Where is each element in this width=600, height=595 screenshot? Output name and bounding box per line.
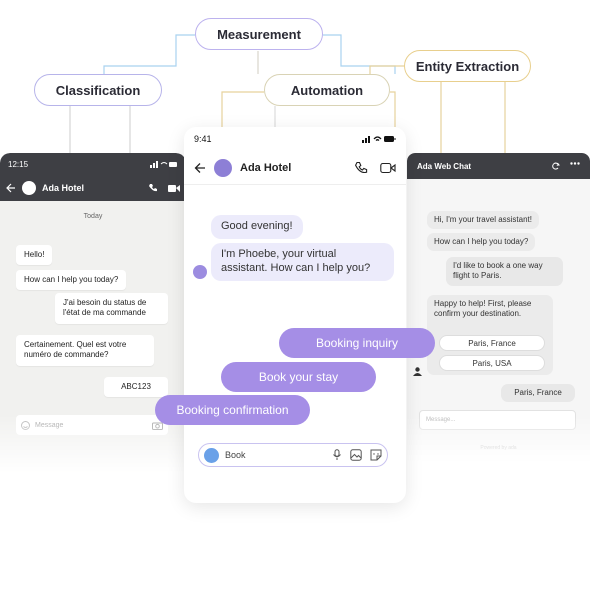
hotel-avatar[interactable]: [214, 158, 232, 177]
intent-bubble-booking-inquiry: Booking inquiry: [279, 328, 435, 358]
chat-title: Ada Hotel: [240, 161, 292, 174]
widget-title: Ada Web Chat: [417, 161, 472, 171]
ada-logo: ada: [508, 445, 517, 451]
message-bubble: Good evening!: [211, 215, 303, 239]
user-message-bubble: I'd like to book a one way flight to Par…: [446, 257, 563, 286]
chat-header: Ada Hotel: [184, 151, 406, 185]
widget-message-input[interactable]: Message...: [419, 410, 576, 430]
user-reply-bubble: Paris, France: [501, 384, 575, 403]
message-bubble: Hello!: [16, 245, 53, 266]
automation-label: Automation: [264, 74, 390, 106]
signal-wifi-battery-icon: [150, 160, 177, 168]
emoji-icon[interactable]: [21, 420, 30, 430]
message-bubble: How can I help you today?: [427, 233, 536, 252]
message-input[interactable]: Message: [16, 415, 168, 435]
sticker-icon[interactable]: [370, 449, 382, 461]
web-chat-widget: Ada Web Chat Hi, I'm your travel assista…: [407, 153, 590, 463]
measurement-label: Measurement: [195, 18, 323, 50]
status-time: 12:15: [8, 159, 29, 169]
more-options-icon[interactable]: [570, 162, 580, 170]
chat-header: Ada Hotel: [0, 175, 186, 201]
message-bubble: I'm Phoebe, your virtual assistant. How …: [211, 243, 394, 281]
mobile-chat-window: 9:41 Ada Hotel Good evening! I'm Phoebe,…: [184, 127, 406, 503]
option-button-paris-france[interactable]: Paris, France: [439, 335, 545, 351]
message-bubble: How can I help you today?: [16, 270, 127, 291]
powered-by-text: Powered by: [480, 445, 507, 451]
bot-avatar: [193, 265, 207, 279]
option-button-paris-usa[interactable]: Paris, USA: [439, 355, 545, 371]
phone-icon[interactable]: [354, 161, 368, 175]
intent-bubble-booking-confirmation: Booking confirmation: [155, 395, 310, 425]
refresh-icon[interactable]: [552, 162, 560, 170]
status-bar: 9:41: [184, 127, 406, 151]
microphone-icon[interactable]: [332, 449, 342, 461]
camera-icon[interactable]: [204, 447, 219, 463]
message-bubble: ABC123: [104, 377, 168, 398]
widget-header: Ada Web Chat: [407, 153, 590, 179]
status-time: 9:41: [194, 134, 212, 144]
back-arrow-icon[interactable]: [194, 162, 206, 174]
signal-wifi-battery-icon: [362, 135, 396, 143]
phone-icon[interactable]: [148, 183, 158, 193]
message-input[interactable]: Book: [198, 443, 388, 467]
classification-label: Classification: [34, 74, 162, 106]
chat-title: Ada Hotel: [42, 183, 85, 193]
input-value: Book: [225, 450, 246, 460]
entity-extraction-label: Entity Extraction: [404, 50, 531, 82]
message-placeholder: Message: [35, 421, 64, 429]
message-bubble: Certainement. Quel est votre numéro de c…: [16, 335, 154, 366]
date-divider: Today: [83, 213, 103, 220]
message-text: Happy to help! First, please confirm you…: [434, 299, 532, 319]
avatar[interactable]: [22, 181, 36, 195]
intent-bubble-book-your-stay: Book your stay: [221, 362, 376, 392]
status-bar: 12:15: [0, 153, 186, 175]
camera-icon[interactable]: [152, 421, 163, 430]
image-icon[interactable]: [350, 449, 362, 461]
video-icon[interactable]: [168, 184, 180, 193]
video-icon[interactable]: [380, 162, 396, 174]
message-bubble: J'ai besoin du status de l'état de ma co…: [55, 293, 168, 324]
message-bubble: Hi, I'm your travel assistant!: [427, 211, 539, 230]
whatsapp-chat-window: 12:15 Ada Hotel Today Hello! How can I h…: [0, 153, 186, 473]
powered-by-footer: Powered by ada: [407, 445, 590, 451]
back-arrow-icon[interactable]: [6, 183, 16, 193]
status-icons: [150, 160, 178, 168]
user-avatar-icon: [412, 366, 423, 377]
